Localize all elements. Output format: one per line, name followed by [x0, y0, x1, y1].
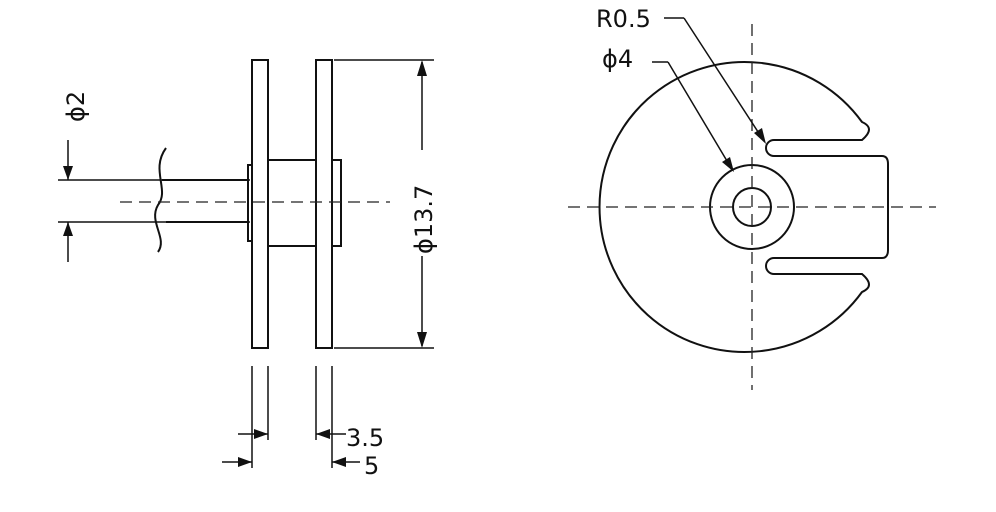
outer-diameter-dimension: ϕ13.7: [334, 59, 438, 349]
shaft: [162, 179, 248, 223]
boss: [331, 159, 342, 247]
front-view: R0.5 ϕ4: [568, 5, 936, 390]
width-dimensions: 3.5 5: [222, 366, 384, 480]
inner-width-label: 3.5: [346, 424, 384, 452]
shaft-diameter-dimension: ϕ2: [58, 91, 250, 262]
left-collar: [247, 164, 252, 242]
shaft-break-line: [154, 147, 167, 253]
overall-width-label: 5: [364, 452, 379, 480]
left-flange: [251, 59, 269, 349]
fillet-radius-callout: R0.5: [596, 5, 766, 144]
hub: [268, 159, 316, 247]
side-view: ϕ2 ϕ13.7 3.5: [58, 59, 438, 480]
shaft-diameter-label: ϕ2: [62, 91, 90, 122]
bore-diameter-label: ϕ4: [602, 45, 633, 73]
outer-diameter-label: ϕ13.7: [410, 185, 438, 254]
bore-diameter-callout: ϕ4: [602, 45, 734, 172]
outer-profile: [598, 61, 889, 353]
fillet-radius-label: R0.5: [596, 5, 651, 33]
right-flange: [315, 59, 333, 349]
